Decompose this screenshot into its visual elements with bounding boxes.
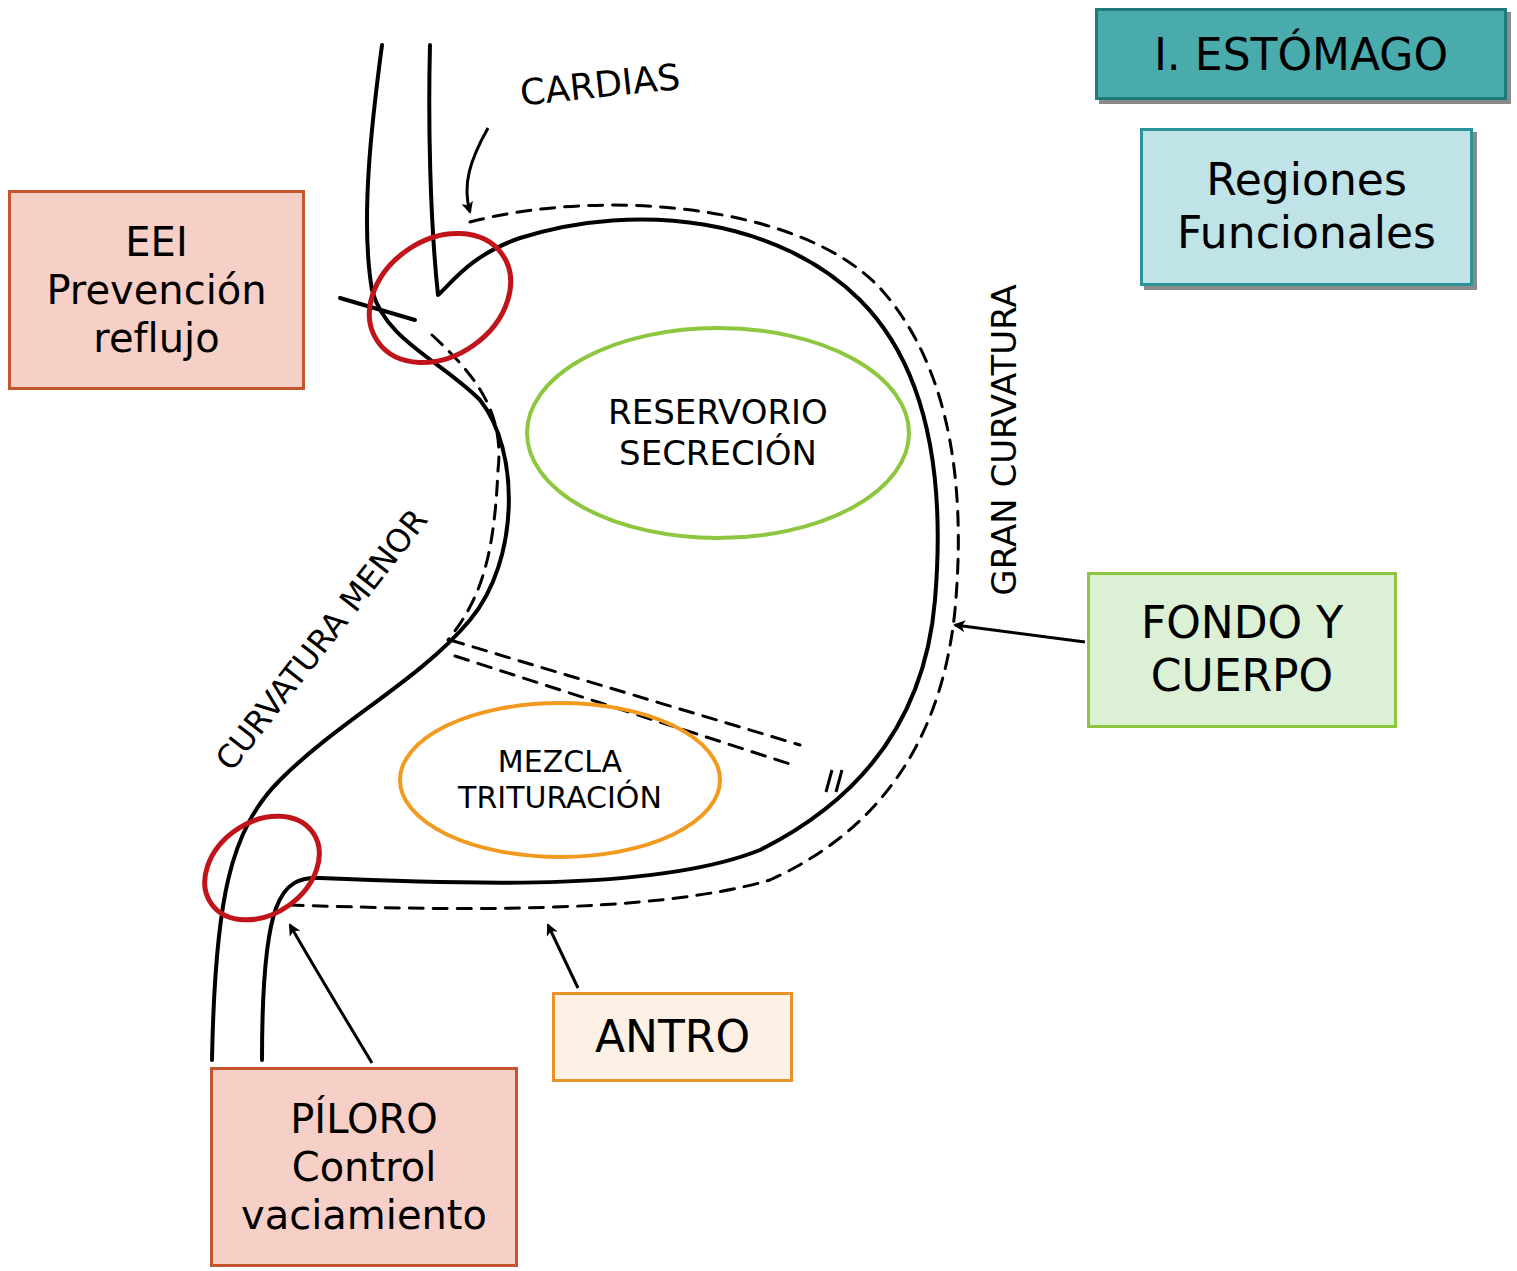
node-text: FONDO Y CUERPO — [1100, 597, 1384, 703]
diaphragm-line — [340, 298, 415, 320]
node-text: ANTRO — [595, 1011, 750, 1064]
tick-mark — [826, 770, 832, 792]
leader-arrow — [548, 925, 578, 988]
sphincter-circle — [344, 207, 535, 389]
leader-arrow — [467, 128, 488, 212]
node-text: MEZCLA TRITURACIÓN — [435, 744, 685, 816]
tick-mark — [836, 770, 842, 792]
subtitle-box: Regiones Funcionales — [1140, 128, 1473, 286]
node-text: PÍLORO Control vaciamiento — [223, 1095, 505, 1239]
region-divider-dashed — [450, 640, 800, 745]
handwritten-label: CURVATURA MENOR — [209, 503, 434, 777]
region-box: ANTRO — [552, 992, 793, 1082]
lesser-dashed-line — [432, 335, 499, 640]
node-text: Regiones Funcionales — [1155, 154, 1458, 260]
function-ellipse: RESERVORIO SECRECIÓN — [524, 325, 912, 541]
title-text: I. ESTÓMAGO — [1154, 29, 1448, 80]
ellipse-shape — [400, 703, 720, 857]
leader-arrow — [290, 925, 372, 1063]
sphincter-circle — [185, 795, 339, 941]
sphincter-box: PÍLORO Control vaciamiento — [210, 1067, 518, 1267]
function-ellipse: MEZCLA TRITURACIÓN — [397, 700, 723, 860]
node-text: EEI Prevención reflujo — [21, 218, 292, 362]
ellipse-shape — [527, 328, 909, 538]
title-box: I. ESTÓMAGO — [1095, 8, 1507, 100]
sphincter-box: EEI Prevención reflujo — [8, 190, 305, 390]
leader-arrow — [955, 625, 1085, 642]
region-box: FONDO Y CUERPO — [1087, 572, 1397, 728]
handwritten-label: GRAN CURVATURA — [986, 284, 1023, 595]
handwritten-label: CARDIAS — [518, 57, 682, 113]
node-text: RESERVORIO SECRECIÓN — [568, 392, 868, 474]
